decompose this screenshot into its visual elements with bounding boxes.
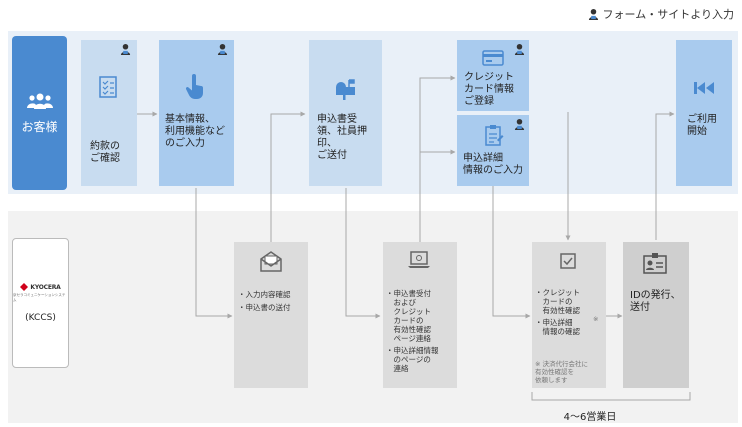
arrow-basic-to-confirm (195, 188, 233, 319)
step-detail: 申込詳細 情報のご入力 (457, 115, 529, 186)
arrow-send-to-receive (345, 188, 381, 319)
step-validate-items: ・クレジット カードの 有効性確認 ・申込詳細 情報の確認 (535, 288, 603, 336)
step-receive-item: ・申込書受付 および クレジット カードの 有効性確認 ページ連絡 (386, 289, 431, 343)
person-input-icon (120, 44, 131, 55)
actor-company: KYOCERA 京セラコミュニケーションシステム (KCCS) (12, 238, 69, 368)
step-card-label: クレジット カード情報 ご登録 (464, 72, 514, 107)
arrow-detail-to-validate (492, 186, 531, 319)
person-input-icon (514, 119, 525, 130)
duration-label: 4～6営業日 (563, 412, 617, 423)
step-confirm-item: ・入力内容確認 (238, 290, 291, 299)
step-validate-asterisk: ※ (593, 315, 599, 323)
person-input-icon (217, 44, 228, 55)
envelope-icon (260, 251, 282, 272)
mailbox-icon (336, 79, 355, 100)
step-basic-label: 基本情報、 利用機能など のご入力 (165, 114, 225, 149)
step-start: ご利用 開始 (676, 40, 732, 186)
step-validate-item: ・申込詳細 情報の確認 (535, 318, 580, 336)
clipboard-icon (485, 125, 504, 146)
actor-company-label: (KCCS) (25, 313, 56, 323)
kyocera-logo: KYOCERA 京セラコミュニケーションシステム (13, 283, 68, 303)
arrow-confirm-to-send (270, 111, 306, 248)
step-receive: ・申込書受付 および クレジット カードの 有効性確認 ページ連絡 ・申込詳細情… (383, 242, 457, 388)
step-confirm: ・入力内容確認 ・申込書の送付 (234, 242, 308, 388)
kyocera-mark-icon (20, 283, 29, 291)
person-input-icon (588, 8, 598, 20)
duration-bracket (531, 392, 691, 401)
group-icon (26, 93, 53, 109)
step-confirm-items: ・入力内容確認 ・申込書の送付 (238, 290, 308, 312)
pointer-icon (185, 74, 203, 99)
step-detail-label: 申込詳細 情報のご入力 (463, 153, 523, 176)
step-terms: 約款の ご確認 (81, 40, 137, 186)
step-validate: ※ ・クレジット カードの 有効性確認 ・申込詳細 情報の確認 ※ 決済代行会社… (532, 242, 606, 388)
legend: フォーム・サイトより入力 (588, 6, 734, 22)
rewind-icon (694, 82, 714, 94)
company-lane (8, 211, 738, 423)
actor-customer-label: お客様 (21, 119, 58, 134)
legend-label: フォーム・サイトより入力 (602, 8, 734, 21)
step-send-label: 申込書受 領、社員押 印、 ご送付 (317, 114, 367, 161)
step-card: クレジット カード情報 ご登録 (457, 40, 529, 111)
actor-customer: お客様 (12, 36, 67, 190)
step-basic: 基本情報、 利用機能など のご入力 (159, 40, 234, 186)
logo-subtext: 京セラコミュニケーションシステム (13, 293, 66, 302)
credit-card-icon (482, 50, 504, 66)
logo-text: KYOCERA (30, 283, 61, 291)
step-start-label: ご利用 開始 (687, 114, 717, 137)
step-confirm-item: ・申込書の送付 (238, 303, 291, 312)
step-issue: IDの発行、 送付 (623, 242, 689, 388)
step-validate-note: ※ 決済代行会社に 有効性確認を 依頼します (535, 360, 589, 384)
arrow-receive-to-card (419, 75, 456, 248)
laptop-icon (408, 251, 430, 268)
step-issue-label: IDの発行、 送付 (630, 290, 681, 313)
step-receive-item: ・申込詳細情報 のページの 連絡 (386, 346, 439, 373)
step-validate-item: ・クレジット カードの 有効性確認 (535, 288, 580, 315)
step-send: 申込書受 領、社員押 印、 ご送付 (309, 40, 382, 186)
id-card-icon (643, 253, 667, 274)
step-receive-items: ・申込書受付 および クレジット カードの 有効性確認 ページ連絡 ・申込詳細情… (386, 289, 456, 373)
checklist-icon (99, 76, 117, 98)
step-terms-label: 約款の ご確認 (90, 141, 120, 164)
arrow-issue-to-start (655, 111, 675, 240)
person-input-icon (514, 44, 525, 55)
checkbox-icon (560, 253, 576, 269)
